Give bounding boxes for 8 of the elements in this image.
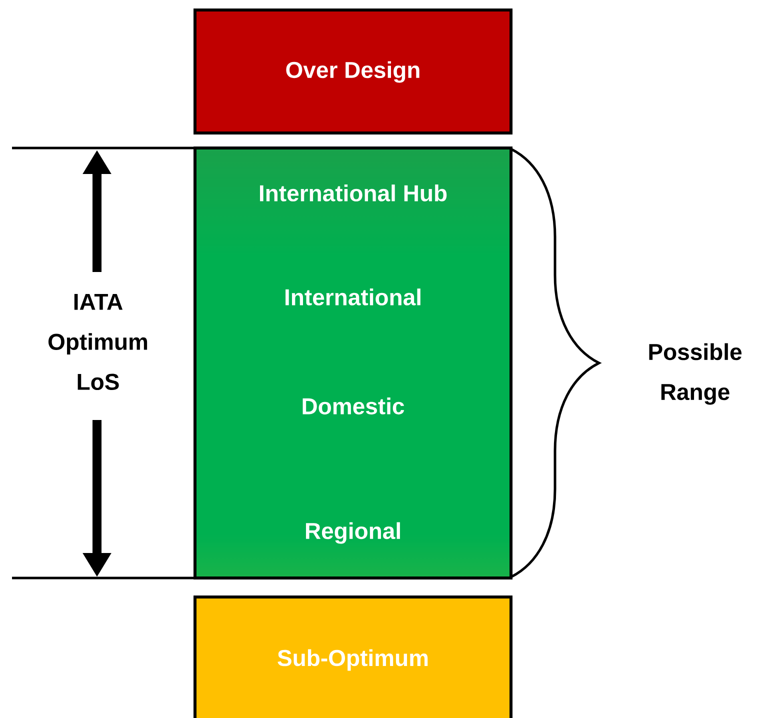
box-label: International Hub [260, 184, 447, 202]
side-label: Possible Range [649, 343, 742, 405]
box-label: Sub-Optimum [278, 649, 428, 671]
box-label: Over Design [286, 61, 420, 83]
box-label: Domestic [302, 398, 404, 414]
box-label: Regional [306, 522, 400, 544]
side-label: IATA Optimum LoS [48, 294, 148, 390]
box-label: International [286, 288, 420, 306]
